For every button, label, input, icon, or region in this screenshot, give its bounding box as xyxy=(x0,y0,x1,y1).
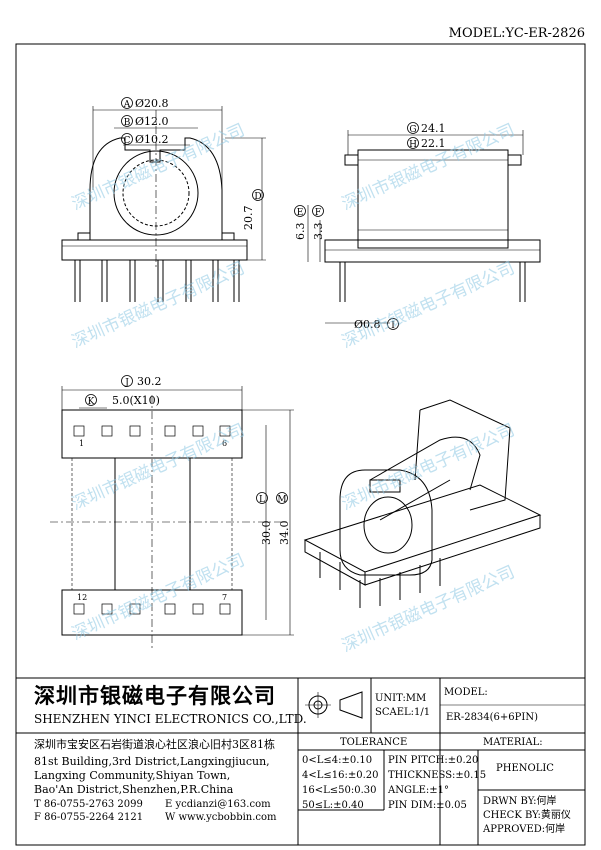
svg-text:G: G xyxy=(409,125,416,135)
model-header: MODEL:YC-ER-2826 xyxy=(449,26,585,41)
side-view xyxy=(307,130,541,324)
tel: T 86-0755-2763 2099 xyxy=(34,799,143,810)
watermarks: 深圳市银磁电子有限公司 深圳市银磁电子有限公司 深圳市银磁电子有限公司 深圳市银… xyxy=(69,120,518,656)
sheet-border xyxy=(15,43,586,846)
top-view xyxy=(50,386,294,650)
tolerance-title: TOLERANCE xyxy=(340,737,408,748)
svg-text:H: H xyxy=(409,140,417,150)
address-en-line-3: Bao'An District,Shenzhen,P.R.China xyxy=(34,783,234,796)
drawn-by: DRWN BY:何岸 xyxy=(483,796,557,807)
company-name-en: SHENZHEN YINCI ELECTRONICS CO.,LTD. xyxy=(34,712,307,726)
svg-text:J: J xyxy=(124,378,129,388)
pin-dim: PIN DIM:±0.05 xyxy=(388,800,467,811)
svg-text:C: C xyxy=(124,136,131,146)
material-value: PHENOLIC xyxy=(496,763,554,774)
svg-text:I: I xyxy=(391,321,395,331)
address-en-line-1: 81st Building,3rd District,Langxingjiucu… xyxy=(34,755,270,768)
dim-c-value: Ø10.2 xyxy=(135,133,169,146)
svg-text:B: B xyxy=(124,118,131,128)
model-value: ER-2834(6+6PIN) xyxy=(446,712,538,723)
tolerance-row-1: 0<L≤4:±0.10 xyxy=(302,755,373,766)
dim-f-value: 3.3 xyxy=(312,223,325,241)
svg-text:M: M xyxy=(277,495,286,505)
unit-label: UNIT:MM xyxy=(375,693,427,704)
title-block xyxy=(16,677,585,845)
dim-i-value: Ø0.8 xyxy=(354,318,381,331)
model-label: MODEL: xyxy=(444,687,488,698)
watermark-8: 深圳市银磁电子有限公司 xyxy=(339,562,518,656)
material-label: MATERIAL: xyxy=(483,737,543,748)
isometric-view xyxy=(303,399,542,608)
company-name-cn: 深圳市银磁电子有限公司 xyxy=(34,683,276,708)
web: W www.ycbobbin.com xyxy=(165,812,277,823)
thickness: THICKNESS:±0.15 xyxy=(388,770,487,781)
scale-label: SCAEL:1/1 xyxy=(375,707,431,718)
fax: F 86-0755-2264 2121 xyxy=(34,812,144,823)
dim-d-value: 20.7 xyxy=(242,206,255,231)
front-view xyxy=(61,106,266,302)
address-cn: 深圳市宝安区石岩街道浪心社区浪心旧村3区81栋 xyxy=(34,738,275,751)
svg-text:E: E xyxy=(297,208,304,218)
dim-k-value: 5.0(X10) xyxy=(112,394,160,407)
angle: ANGLE:±1° xyxy=(388,785,450,796)
email: E ycdianzi@163.com xyxy=(165,799,271,810)
dim-e-value: 6.3 xyxy=(294,223,307,241)
svg-text:F: F xyxy=(315,208,321,218)
pin-12-label: 12 xyxy=(77,593,87,602)
svg-text:A: A xyxy=(123,100,131,110)
pin-6-label: 6 xyxy=(222,439,227,448)
dim-a-value: Ø20.8 xyxy=(135,97,169,110)
tolerance-row-4: 50≤L:±0.40 xyxy=(302,800,364,811)
address-en-line-2: Langxing Community,Shiyan Town, xyxy=(34,769,231,782)
watermark-4: 深圳市银磁电子有限公司 xyxy=(339,258,518,352)
svg-text:D: D xyxy=(254,192,261,202)
pin-7-label: 7 xyxy=(222,593,227,602)
watermark-6: 深圳市银磁电子有限公司 xyxy=(339,420,518,514)
dim-m-value: 34.0 xyxy=(278,521,291,546)
dim-j-value: 30.2 xyxy=(137,375,162,388)
svg-text:L: L xyxy=(259,495,265,505)
pin-pitch: PIN PITCH:±0.20 xyxy=(388,755,479,766)
dim-g-value: 24.1 xyxy=(421,122,446,135)
dim-l-value: 30.0 xyxy=(260,521,273,546)
pin-1-label: 1 xyxy=(79,439,84,448)
dim-label-a xyxy=(121,97,133,109)
checked-by: CHECK BY:黄丽仪 xyxy=(483,810,571,821)
tolerance-row-2: 4<L≤16:±0.20 xyxy=(302,770,379,781)
tolerance-row-3: 16<L≤50:0.30 xyxy=(302,785,377,796)
svg-text:K: K xyxy=(88,397,95,407)
watermark-5: 深圳市银磁电子有限公司 xyxy=(69,420,248,514)
dim-b-value: Ø12.0 xyxy=(135,115,169,128)
dim-h-value: 22.1 xyxy=(421,137,446,150)
approved-by: APPROVED:何岸 xyxy=(483,824,566,835)
